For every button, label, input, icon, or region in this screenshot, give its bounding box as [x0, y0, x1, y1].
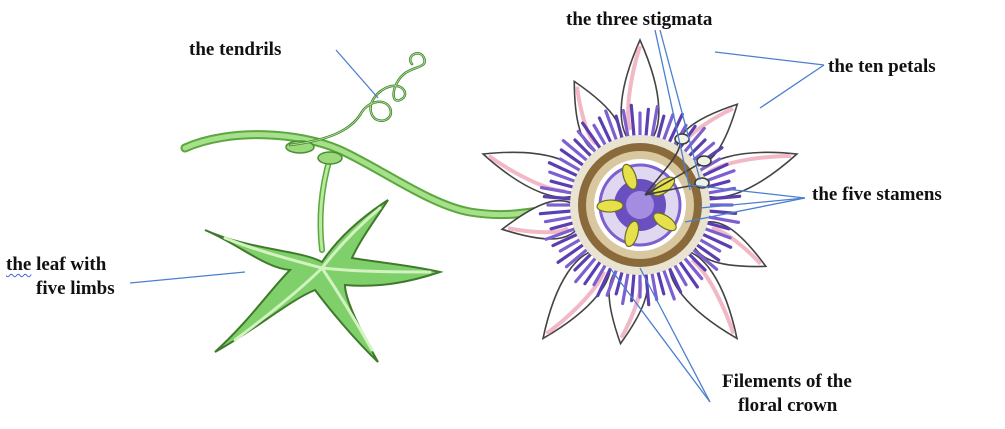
flower — [477, 40, 802, 350]
stamen — [597, 200, 623, 213]
label-three-stigmata: the three stigmata — [566, 8, 712, 32]
label-tendrils: the tendrils — [189, 38, 281, 62]
leaf-label-line2: five limbs — [6, 277, 115, 301]
leaf-label-line1: the leaf with — [6, 253, 115, 277]
label-leaf-five-limbs: the leaf with five limbs — [6, 253, 115, 301]
crown-filament — [646, 271, 649, 305]
leaf-label-rest: leaf with — [31, 254, 106, 275]
leaf-label-word-the: the — [6, 254, 31, 275]
label-floral-crown: Filements of the floral crown — [722, 370, 852, 418]
crown-label-line1: Filements of the — [722, 370, 852, 394]
crown-label-line2: floral crown — [722, 394, 852, 418]
label-ten-petals: the ten petals — [828, 55, 936, 79]
tendrils — [290, 53, 425, 145]
label-five-stamens: the five stamens — [812, 183, 942, 207]
